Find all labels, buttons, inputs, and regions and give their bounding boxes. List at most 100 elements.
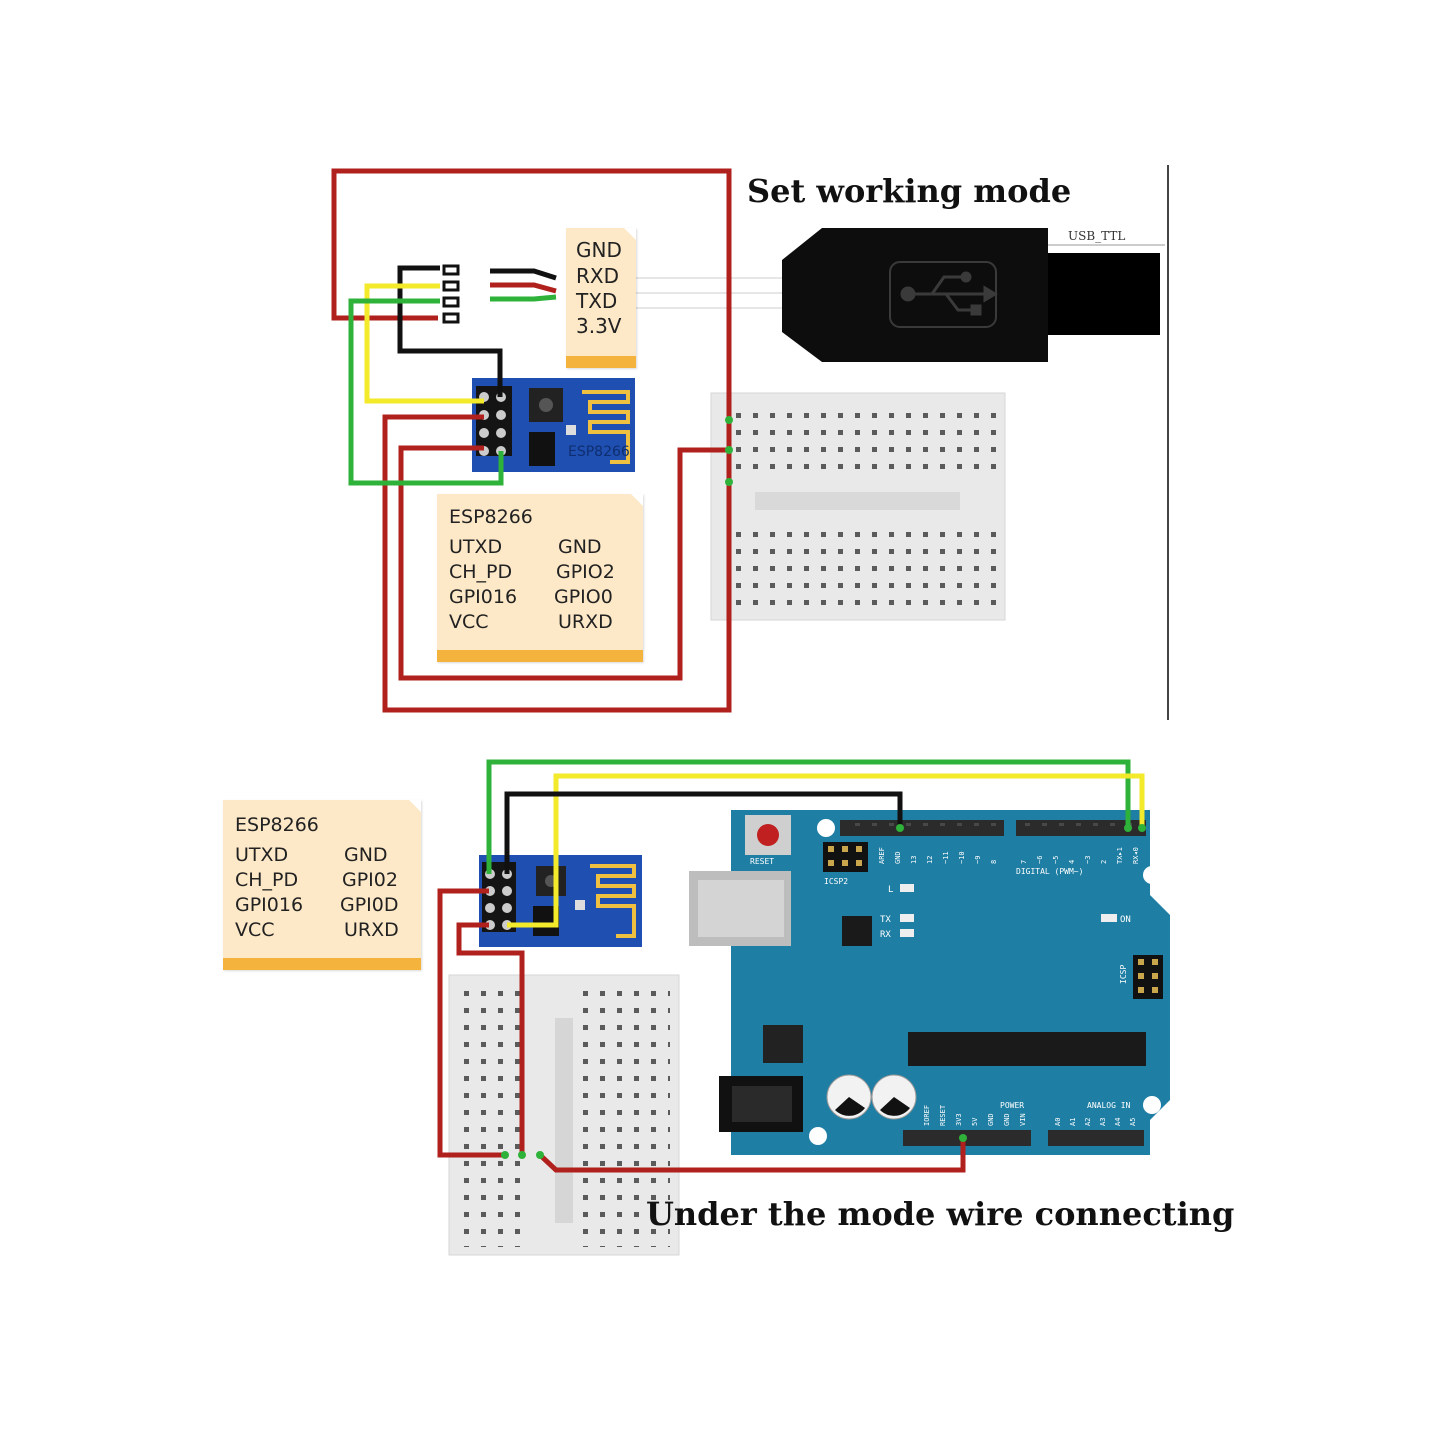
pin-label: IOREF (923, 1105, 931, 1126)
pinout-right: GPI02 (342, 869, 398, 891)
pin-label: A1 (1069, 1118, 1077, 1126)
capacitor-icon (826, 1074, 872, 1120)
pin-label: 12 (926, 856, 934, 864)
pinout-right: GND (344, 844, 388, 866)
pinout-left: CH_PD (449, 561, 513, 583)
esp8266-pinout-note: ESP8266 UTXD CH_PD GPI016 VCC GND GPI02 … (223, 800, 421, 970)
wire-red (437, 888, 505, 1158)
usb-chip (842, 916, 872, 946)
power-label: POWER (1000, 1101, 1024, 1110)
pinout-right: URXD (558, 611, 613, 633)
pinout-left: GPI016 (449, 586, 518, 608)
main-chip (908, 1032, 1146, 1066)
usb-pin-label: GND (576, 238, 622, 262)
esp8266-pinout-note: ESP8266 UTXD CH_PD GPI016 VCC GND GPIO2 … (437, 494, 643, 662)
wire-red (331, 168, 732, 713)
pin-label: ~10 (958, 851, 966, 864)
pin-label: ~6 (1036, 856, 1044, 864)
wire-yellow (364, 283, 484, 404)
wire-green (348, 298, 504, 486)
bottom-wires (437, 759, 1145, 1173)
pinout-left: UTXD (235, 844, 289, 866)
pin-label: ~3 (1084, 856, 1092, 864)
mounting-hole (1143, 1096, 1161, 1114)
icsp-label: ICSP (1119, 965, 1128, 984)
reset-label: RESET (750, 857, 774, 866)
usb-pin-label: 3.3V (576, 314, 622, 338)
pin-label: TX▸1 (1116, 847, 1124, 864)
regulator (763, 1025, 803, 1063)
pinout-right: GPIO2 (556, 561, 615, 583)
usb-pin-note: GND RXD TXD 3.3V (566, 228, 636, 368)
pinout-right: GPIO0 (554, 586, 613, 608)
icsp2-label: ICSP2 (824, 877, 848, 886)
pin-label: AREF (878, 847, 886, 864)
analog-pin-row (1051, 1133, 1141, 1143)
pinout-left: UTXD (449, 536, 503, 558)
led-on-label: ON (1120, 915, 1131, 925)
pin-label: A5 (1129, 1118, 1137, 1126)
pin-label: A4 (1114, 1118, 1122, 1126)
digital-pin-row (1019, 823, 1143, 833)
pin-label: RX◂0 (1132, 847, 1140, 864)
pin-label: 5V (971, 1117, 979, 1126)
pin-label: A3 (1099, 1118, 1107, 1126)
breadboard-icon (710, 392, 1006, 621)
led-l-label: L (888, 885, 893, 895)
usb-pin-label: RXD (576, 264, 619, 288)
pin-label: ~5 (1052, 856, 1060, 864)
digital-pin-row (843, 823, 1001, 833)
arduino-board-icon: RESET ICSP2 DIGITAL (PWM~) L TX RX ON (689, 810, 1170, 1155)
wire-green (486, 759, 1131, 874)
pin-label: 7 (1020, 860, 1028, 864)
esp8266-module-icon: ESP8266 (472, 378, 635, 472)
usb-cable-ends (490, 268, 557, 317)
capacitor-icon (871, 1074, 917, 1120)
usb-symbol-icon (900, 271, 998, 316)
digital-label: DIGITAL (PWM~) (1016, 867, 1083, 876)
bottom-title: Under the mode wire connecting (646, 1195, 1235, 1233)
wire-red (456, 922, 525, 1155)
mounting-hole (817, 819, 835, 837)
pin-label: GND (987, 1113, 995, 1126)
pin-label: GND (1003, 1113, 1011, 1126)
led-tx-label: TX (880, 915, 891, 925)
pin-label: RESET (939, 1104, 947, 1126)
usb-plug-icon (635, 228, 1165, 362)
pin-label: A0 (1054, 1118, 1062, 1126)
pin-label: 13 (910, 856, 918, 864)
pin-label: ~11 (942, 851, 950, 864)
pin-label: ~9 (974, 856, 982, 864)
wire-red (538, 1138, 966, 1173)
usb-ttl-label: USB_TTL (1068, 229, 1125, 243)
led-rx-label: RX (880, 930, 891, 940)
header-connector (441, 263, 460, 327)
wire-yellow (507, 773, 1145, 928)
wire-black (504, 791, 903, 874)
pinout-left: VCC (449, 611, 489, 633)
pinout-right: URXD (344, 919, 399, 941)
pin-label: 8 (990, 860, 998, 864)
pin-label: 2 (1100, 860, 1108, 864)
pinout-title: ESP8266 (449, 506, 533, 528)
pinout-right: GND (558, 536, 602, 558)
pin-label: A2 (1084, 1118, 1092, 1126)
wire-black (397, 265, 503, 397)
module-silk-text: ESP8266 (568, 444, 630, 460)
pin-label: 3V3 (955, 1113, 963, 1126)
top-title: Set working mode (747, 172, 1072, 210)
reset-button-icon (745, 815, 791, 855)
pinout-left: VCC (235, 919, 275, 941)
pinout-left: GPI016 (235, 894, 304, 916)
pin-label: 4 (1068, 860, 1076, 864)
breadboard-icon (448, 974, 680, 1256)
pinout-right: GPI0D (340, 894, 399, 916)
analog-label: ANALOG IN (1087, 1101, 1131, 1110)
mounting-hole (1143, 866, 1161, 884)
top-wires (331, 168, 732, 713)
usb-pin-label: TXD (576, 289, 618, 313)
pin-label: VIN (1019, 1113, 1027, 1126)
wire-red (398, 445, 729, 681)
pin-label: GND (894, 851, 902, 864)
